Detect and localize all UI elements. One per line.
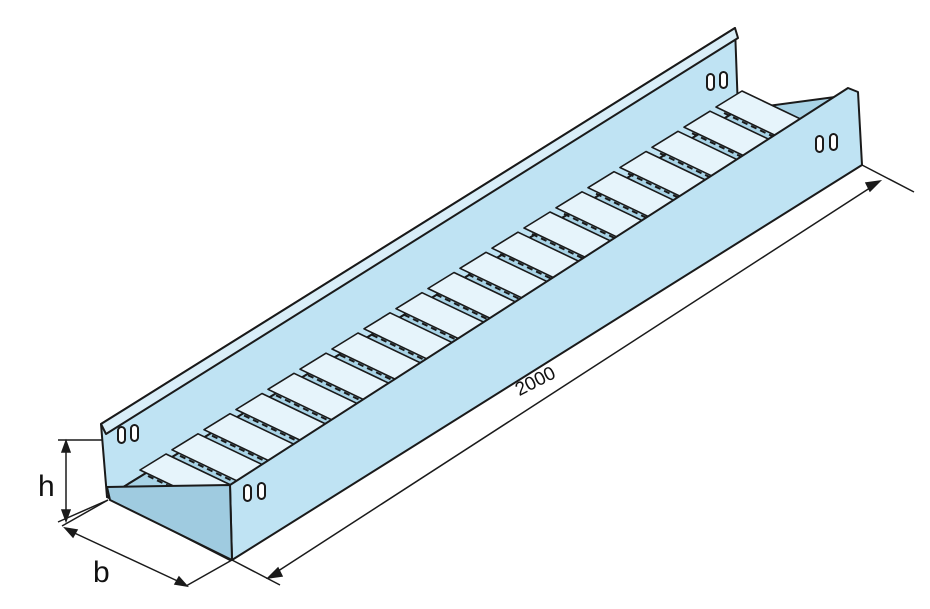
- rung-slot-line: [307, 374, 383, 412]
- width-label: b: [93, 556, 110, 589]
- length-extension-front: [231, 559, 281, 586]
- slot-hole: [829, 133, 838, 151]
- width-dimension-line: [67, 529, 185, 585]
- back-rail-lip: [100, 27, 739, 435]
- rungs-group: [139, 90, 835, 526]
- rung-slot-line: [435, 293, 511, 331]
- dimension-lines: [57, 164, 915, 588]
- slot-holes: [117, 71, 838, 502]
- height-arrow-top: [60, 438, 72, 453]
- slot-hole: [117, 426, 126, 444]
- rung-slot-line: [371, 333, 447, 371]
- rung-slot-line: [627, 172, 703, 210]
- height-label: h: [38, 470, 55, 503]
- slot-hole: [243, 484, 252, 502]
- rung-slot-line: [179, 454, 255, 492]
- length-dimension-line: [271, 183, 877, 576]
- width-arrow-left: [63, 526, 79, 539]
- rung-slot-line: [691, 132, 767, 170]
- slot-hole: [815, 135, 824, 153]
- length-arrow-front: [265, 566, 284, 580]
- rung-slot-line: [595, 192, 671, 230]
- rung-slot-line: [339, 354, 415, 392]
- front-bottom-flange: [106, 484, 233, 561]
- slot-hole: [706, 73, 715, 91]
- height-arrow-bottom: [60, 509, 72, 524]
- tray-body: [100, 27, 863, 561]
- length-arrow-back: [864, 179, 883, 193]
- rung-slot-line: [243, 414, 319, 452]
- width-arrow-right: [173, 575, 189, 588]
- slot-hole: [719, 71, 728, 89]
- rung-slot-line: [659, 152, 735, 190]
- width-extension-right: [185, 559, 233, 587]
- rung-slot-line: [723, 112, 799, 150]
- rung-slot-line: [275, 394, 351, 432]
- rung-slot-line: [211, 434, 287, 472]
- slot-hole: [130, 424, 139, 442]
- slot-hole: [257, 482, 266, 500]
- rung-slot-line: [403, 313, 479, 351]
- rung-slot-line: [499, 253, 575, 291]
- rung-slot-line: [563, 212, 639, 250]
- rung-slot-line: [531, 233, 607, 271]
- rung-slot-line: [467, 273, 543, 311]
- length-extension-back: [861, 164, 915, 193]
- width-extension-left: [61, 499, 109, 527]
